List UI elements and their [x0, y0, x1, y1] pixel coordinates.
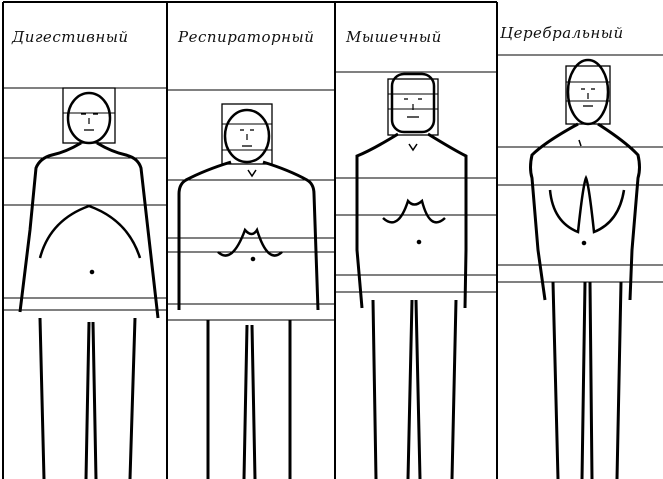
- label-digestive: Дигестивный: [12, 28, 129, 46]
- figure-digestive: [3, 88, 167, 479]
- legs-muscular: [373, 300, 456, 479]
- legs-cerebral: [553, 282, 621, 479]
- figure-muscular: [335, 72, 497, 479]
- chest-cerebral: [550, 178, 624, 232]
- legs-respiratory: [208, 320, 290, 479]
- figure-respiratory: [167, 90, 335, 479]
- grid-lines-digestive: [3, 88, 167, 310]
- belly-digestive: [40, 206, 140, 258]
- label-cerebral: Церебральный: [500, 24, 624, 42]
- figure-cerebral: [497, 55, 663, 479]
- chest-muscular: [383, 201, 445, 222]
- head-box-digestive: [63, 88, 115, 143]
- neck-mark-muscular: [409, 144, 417, 150]
- label-muscular: Мышечный: [346, 28, 442, 46]
- head-cerebral: [568, 60, 608, 124]
- head-muscular: [392, 74, 434, 132]
- torso-muscular: [357, 134, 398, 308]
- label-respiratory: Респираторный: [178, 28, 314, 46]
- grid-lines-muscular: [335, 72, 497, 292]
- torso-cerebral: [531, 124, 579, 300]
- legs-digestive: [40, 318, 135, 479]
- neck-mark-cerebral: [579, 140, 581, 146]
- neck-mark-respiratory: [248, 170, 256, 176]
- torso-respiratory: [179, 162, 231, 310]
- torso-digestive: [20, 143, 81, 312]
